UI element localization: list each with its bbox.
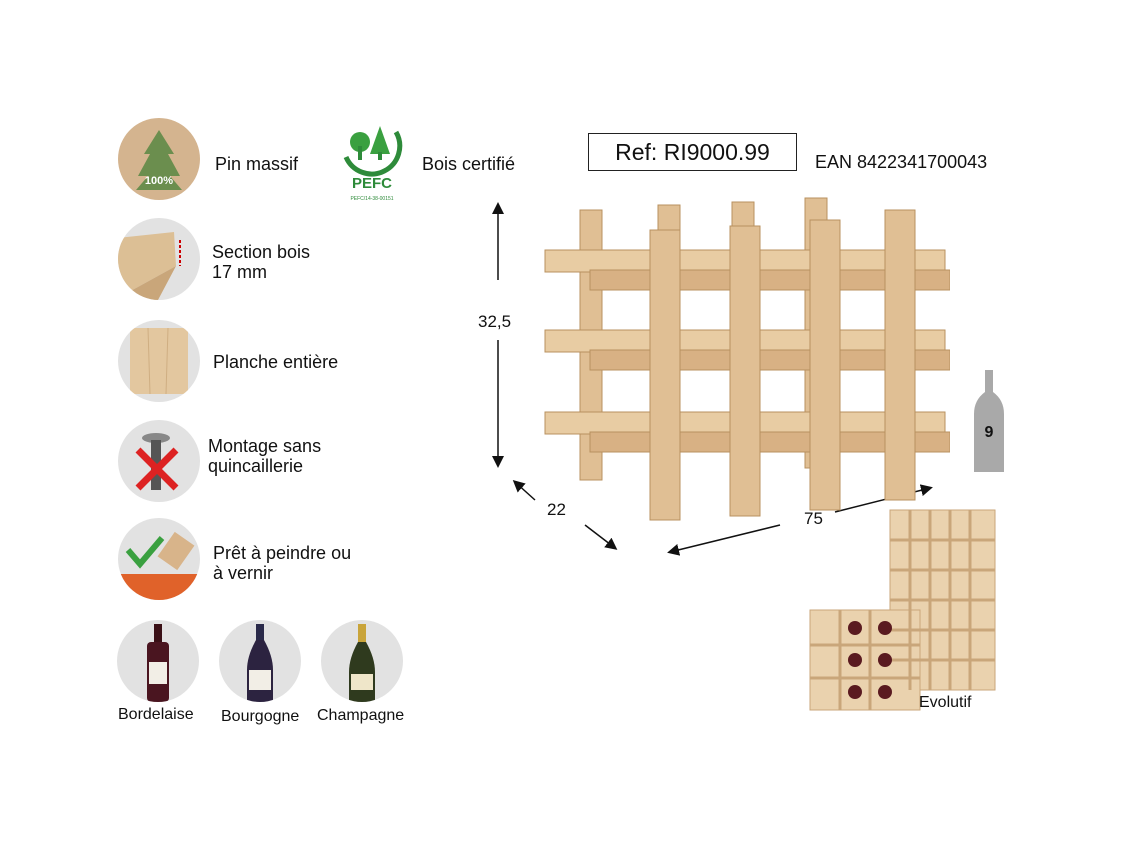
feature-label-assembly: Montage sans <box>208 436 322 456</box>
feature-label-paint-2: à vernir <box>213 563 274 583</box>
product-reference: Ref: RI9000.99 <box>588 133 797 171</box>
evolutive-rack-image <box>809 509 996 711</box>
wine-rack-image <box>544 197 950 521</box>
feature-label-plank: Planche entière <box>213 352 339 372</box>
svg-text:PEFC/14-38-00151: PEFC/14-38-00151 <box>350 196 393 202</box>
feature-label-section: Section bois <box>212 242 311 262</box>
dimension-height: 32,5 <box>478 312 512 331</box>
feature-label-section-size: 17 mm <box>212 262 268 282</box>
champagne-bottle-icon <box>321 620 403 702</box>
dimension-width: 75 <box>804 509 823 528</box>
capacity-bottle-icon: 9 <box>972 370 1006 472</box>
product-ean: EAN 8422341700043 <box>815 152 988 172</box>
certification-label: Bois certifié <box>422 154 516 174</box>
wood-plank-icon <box>118 320 200 402</box>
wood-section-icon <box>118 218 200 300</box>
evolutive-label: Evolutif <box>919 694 972 711</box>
no-screw-icon <box>118 420 200 502</box>
bottle-label-bordelaise: Bordelaise <box>118 706 194 723</box>
feature-label-pine: Pin massif <box>215 154 299 174</box>
feature-label-paint: Prêt à peindre ou <box>213 543 352 563</box>
pefc-logo: PEFC PEFC/14-38-00151 <box>336 112 408 204</box>
dimension-arrows <box>492 202 933 556</box>
feature-label-assembly-2: quincaillerie <box>208 456 304 476</box>
svg-text:PEFC: PEFC <box>352 175 392 192</box>
capacity-count: 9 <box>984 424 994 441</box>
paint-brush-icon <box>118 518 200 600</box>
dimension-depth: 22 <box>547 500 566 519</box>
bottle-label-bourgogne: Bourgogne <box>221 708 300 725</box>
bordelaise-bottle-icon <box>117 620 199 702</box>
pine-tree-icon: 100% <box>118 118 200 200</box>
bourgogne-bottle-icon <box>219 620 301 702</box>
bottle-label-champagne: Champagne <box>317 707 405 724</box>
pine-badge: 100% <box>145 175 173 187</box>
